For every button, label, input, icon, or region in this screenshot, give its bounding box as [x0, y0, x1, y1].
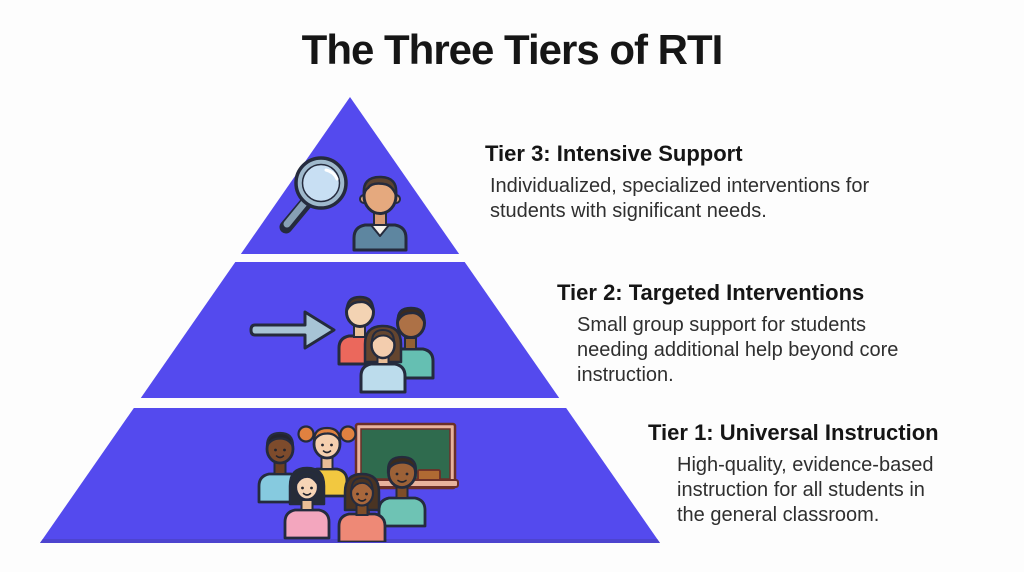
tier-2-heading: Tier 2: Targeted Interventions [557, 280, 865, 305]
tier-1-text-block: Tier 1: Universal Instruction High-quali… [648, 419, 998, 528]
student-figure [352, 175, 408, 252]
tier-divider-bottom [40, 398, 660, 408]
magnifier-icon [279, 156, 348, 234]
tier-3-text-block: Tier 3: Intensive Support Individualized… [485, 140, 985, 224]
tier-3-description: Individualized, specialized intervention… [490, 175, 870, 222]
magnifier-and-student-icon [276, 150, 416, 252]
tier-1-heading: Tier 1: Universal Instruction [648, 420, 939, 445]
classroom-students-chalkboard-icon [250, 412, 462, 542]
page-title: The Three Tiers of RTI [301, 26, 724, 73]
tier-2-description: Small group support for students needing… [577, 314, 899, 386]
right-arrow-icon [249, 310, 336, 350]
tier-2-text-block: Tier 2: Targeted Interventions Small gro… [557, 279, 977, 388]
arrow-to-small-group-icon [248, 286, 443, 394]
student-front-center [337, 472, 387, 542]
student-front-left [283, 466, 331, 540]
tier-1-description: High-quality, evidence-based instruction… [677, 454, 934, 526]
tier-3-heading: Tier 3: Intensive Support [485, 141, 743, 166]
group-member-front [359, 324, 407, 394]
tier-divider-top [40, 254, 660, 262]
